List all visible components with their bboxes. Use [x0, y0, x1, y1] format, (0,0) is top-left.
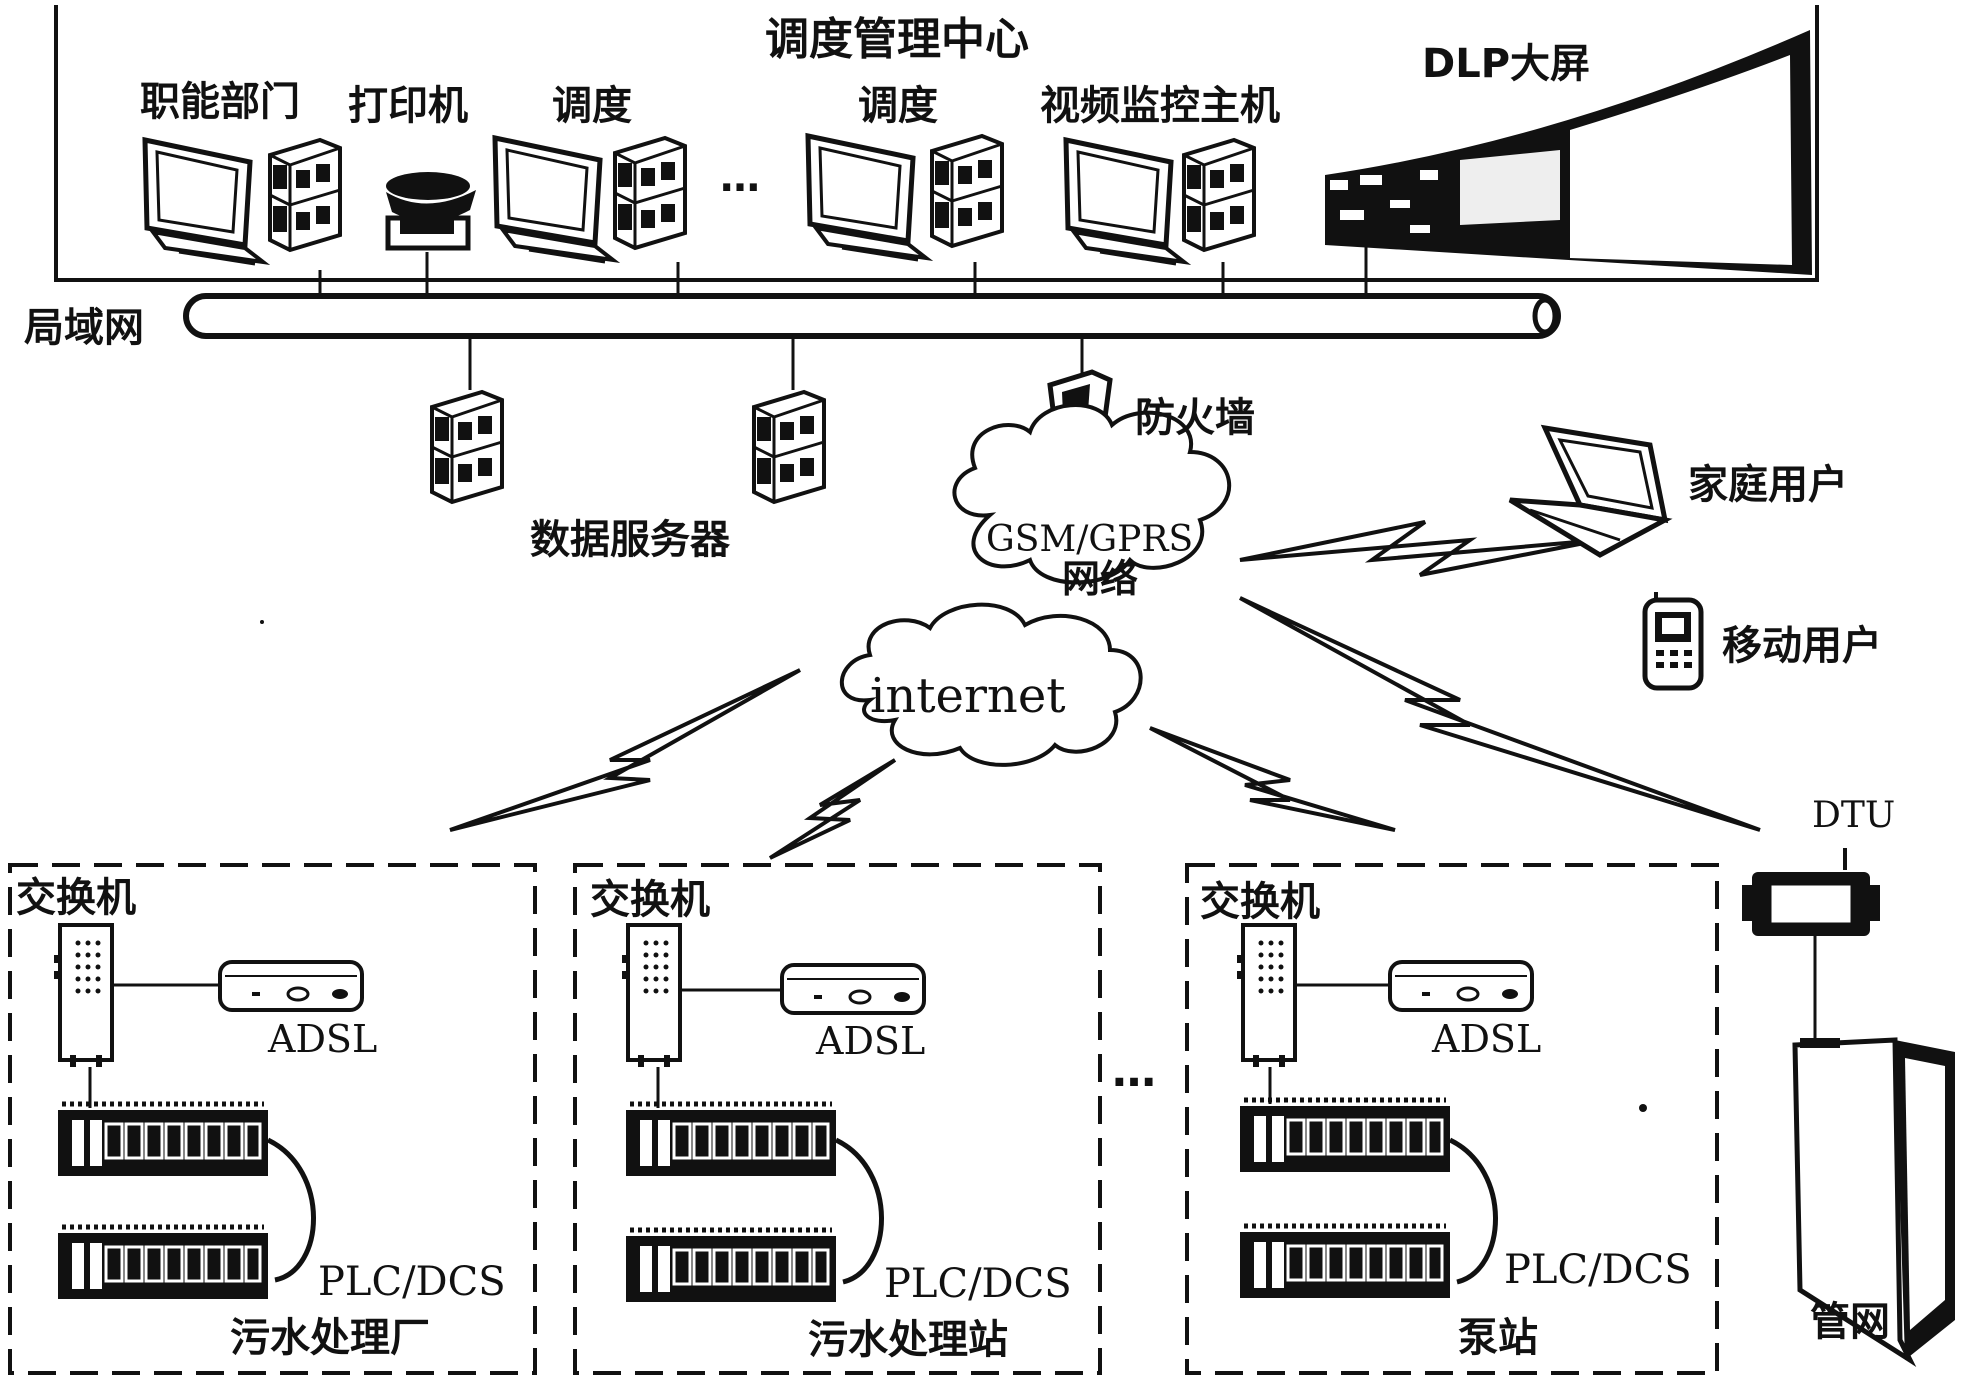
printer-icon — [385, 172, 476, 251]
site-2-adsl-label: ADSL — [816, 1019, 926, 1063]
functional-dept-label: 职能部门 — [140, 79, 300, 125]
stray-dot — [260, 620, 264, 624]
site-3-switch-label: 交换机 — [1200, 879, 1320, 925]
gsm-cloud-shape — [952, 403, 1232, 585]
ellipsis-top: … — [720, 155, 760, 201]
dtu-label: DTU — [1812, 795, 1896, 836]
dispatch-2-label: 调度 — [858, 83, 938, 129]
dispatch-workstation-1 — [495, 138, 687, 262]
pipe-network-cabinet-icon — [1792, 1037, 1955, 1367]
dlp-screen-icon — [1325, 30, 1812, 275]
dlp-screen-label: DLP大屏 — [1422, 41, 1591, 87]
link-internet-site3 — [1149, 726, 1396, 832]
site-2-switch-label: 交换机 — [590, 877, 710, 923]
site-2-name: 污水处理站 — [808, 1317, 1008, 1363]
dtu-icon — [1742, 848, 1880, 1044]
site-3-name: 泵站 — [1458, 1315, 1538, 1361]
printer-label: 打印机 — [348, 83, 468, 129]
site-frame-2 — [573, 863, 1102, 1375]
site-1-plc-label: PLC/DCS — [318, 1259, 506, 1305]
internet-cloud-shape — [839, 602, 1143, 767]
site-1-name: 污水处理厂 — [230, 1315, 430, 1361]
data-server-2 — [752, 390, 826, 504]
video-host-label: 视频监控主机 — [1040, 83, 1280, 129]
wireless-links — [449, 520, 1761, 860]
site-frame-1 — [8, 863, 537, 1375]
dispatch-workstation-2 — [808, 136, 1004, 260]
link-gsm-home — [1239, 520, 1601, 577]
firewall-label: 防火墙 — [1135, 395, 1255, 441]
link-internet-site1 — [449, 668, 801, 832]
lan-label: 局域网 — [24, 305, 144, 351]
site-3-adsl-label: ADSL — [1432, 1017, 1542, 1061]
dispatch-1-label: 调度 — [552, 83, 632, 129]
lan-bus — [183, 293, 1561, 339]
laptop-icon — [1508, 424, 1673, 558]
functional-dept-workstation — [145, 140, 342, 264]
video-monitoring-host — [1066, 140, 1256, 264]
site-2-plc-label: PLC/DCS — [884, 1261, 1072, 1307]
data-server-label: 数据服务器 — [530, 517, 730, 563]
site-1-switch-label: 交换机 — [16, 875, 136, 921]
link-internet-site2 — [768, 758, 897, 860]
stray-dot — [1639, 1104, 1647, 1112]
site-3-equipment — [1235, 923, 1534, 1298]
pipe-network-label: 管网 — [1810, 1299, 1890, 1345]
internet-label: internet — [870, 668, 1066, 724]
gsm-gprs-label: GSM/GPRS — [986, 519, 1194, 560]
control-center-frame — [54, 5, 1819, 282]
site-2-equipment — [620, 923, 926, 1302]
ellipsis-sites: … — [1112, 1046, 1156, 1097]
link-gsm-dtu — [1239, 596, 1761, 832]
control-center-title: 调度管理中心 — [765, 14, 1029, 65]
site-frame-3 — [1185, 863, 1719, 1375]
mobile-phone-icon — [1642, 592, 1704, 691]
gsm-network-label: 网络 — [1062, 557, 1139, 601]
home-user-label: 家庭用户 — [1688, 462, 1848, 508]
site-1-adsl-label: ADSL — [268, 1017, 378, 1061]
mobile-user-label: 移动用户 — [1722, 623, 1882, 669]
site-3-plc-label: PLC/DCS — [1504, 1247, 1692, 1293]
data-server-1 — [430, 390, 504, 504]
site-1-equipment — [52, 923, 364, 1299]
